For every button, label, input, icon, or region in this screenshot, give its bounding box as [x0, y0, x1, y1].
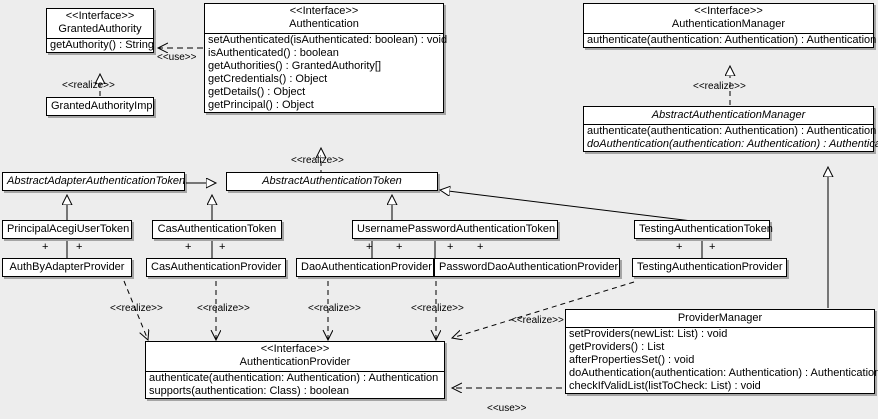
method-item: doAuthentication(authentication: Authent…	[569, 367, 878, 379]
method-item: checkIfValidList(listToCheck: List) : vo…	[569, 380, 761, 392]
class-password-dao-authentication-provider[interactable]: PasswordDaoAuthenticationProvider	[434, 258, 620, 277]
class-name: GrantedAuthorityImpl	[51, 100, 155, 112]
class-name: DaoAuthenticationProvider	[301, 261, 432, 273]
class-authentication-provider[interactable]: <<Interface>> AuthenticationProvider aut…	[145, 341, 445, 399]
method-item: getAuthorities() : GrantedAuthority[]	[208, 60, 382, 72]
class-name: PrincipalAcegiUserToken	[7, 223, 130, 235]
class-name: UsernamePasswordAuthenticationToken	[357, 223, 556, 235]
method-item: getDetails() : Object	[208, 86, 306, 98]
compartment-divider	[566, 327, 874, 328]
class-authentication[interactable]: <<Interface>> Authentication setAuthenti…	[204, 3, 448, 113]
association-multiplicity-marker: +	[709, 241, 716, 253]
class-name: AuthenticationManager	[671, 18, 786, 30]
class-name: AbstractAuthenticationManager	[651, 109, 806, 121]
edge-label-realize-granted-authority-impl: <<realize>>	[62, 80, 115, 91]
class-name: Authentication	[289, 18, 359, 30]
edge-label-realize-password-dao-provider: <<realize>>	[411, 303, 464, 314]
method-item: authenticate(authentication: Authenticat…	[587, 34, 877, 46]
association-multiplicity-marker: +	[42, 241, 49, 253]
edge-label-realize-dao-provider: <<realize>>	[308, 303, 361, 314]
method-item: setProviders(newList: List) : void	[569, 328, 728, 340]
association-multiplicity-marker: +	[185, 241, 192, 253]
class-auth-by-adapter-provider[interactable]: AuthByAdapterProvider	[2, 258, 132, 277]
class-name: CasAuthenticationProvider	[151, 261, 282, 273]
stereotype-label: <<Interface>>	[65, 10, 135, 22]
class-header: <<Interface>> Authentication	[205, 4, 443, 33]
stereotype-label: <<Interface>>	[260, 343, 330, 355]
class-name: AbstractAuthenticationToken	[262, 175, 402, 187]
method-compartment: setProviders(newList: List) : void getPr…	[566, 328, 878, 393]
compartment-divider	[47, 38, 153, 39]
edge-label-realize-auth-by-adapter: <<realize>>	[110, 303, 163, 314]
class-principal-acegi-user-token[interactable]: PrincipalAcegiUserToken	[2, 220, 132, 239]
method-compartment: getAuthority() : String	[47, 39, 154, 52]
class-cas-authentication-token[interactable]: CasAuthenticationToken	[152, 220, 282, 239]
class-name: ProviderManager	[677, 312, 763, 324]
class-name: AbstractAdapterAuthenticationToken	[7, 175, 186, 187]
method-item: authenticate(authentication: Authenticat…	[587, 125, 877, 137]
class-name: TestingAuthenticationToken	[639, 223, 773, 235]
class-name: GrantedAuthority	[58, 23, 142, 35]
method-compartment: authenticate(authentication: Authenticat…	[584, 125, 878, 151]
class-authentication-manager[interactable]: <<Interface>> AuthenticationManager auth…	[583, 3, 877, 48]
method-item: getProviders() : List	[569, 341, 665, 353]
association-multiplicity-marker: +	[396, 241, 403, 253]
class-header: <<Interface>> AuthenticationManager	[584, 4, 873, 33]
edge-label-use-granted-authority: <<use>>	[157, 52, 197, 63]
edge-label-realize-abstract-authentication-manager: <<realize>>	[693, 81, 746, 92]
method-item: afterPropertiesSet() : void	[569, 354, 695, 366]
class-header: <<Interface>> GrantedAuthority	[47, 9, 153, 38]
class-granted-authority-impl[interactable]: GrantedAuthorityImpl	[46, 97, 155, 116]
association-multiplicity-marker: +	[76, 241, 83, 253]
association-multiplicity-marker: +	[219, 241, 226, 253]
class-testing-authentication-provider[interactable]: TestingAuthenticationProvider	[632, 258, 787, 277]
class-name: AuthenticationProvider	[239, 356, 351, 368]
stereotype-label: <<Interface>>	[694, 5, 763, 17]
compartment-divider	[146, 371, 444, 372]
class-testing-authentication-token[interactable]: TestingAuthenticationToken	[634, 220, 773, 239]
method-item: isAuthenticated() : boolean	[208, 47, 339, 59]
edge-label-realize-testing-provider: <<realize>>	[511, 315, 564, 326]
compartment-divider	[584, 33, 873, 34]
stereotype-label: <<Interface>>	[289, 5, 359, 17]
association-multiplicity-marker: +	[447, 241, 454, 253]
method-item: setAuthenticated(isAuthenticated: boolea…	[208, 34, 448, 46]
class-abstract-adapter-authentication-token[interactable]: AbstractAdapterAuthenticationToken	[2, 172, 185, 191]
method-compartment: authenticate(authentication: Authenticat…	[146, 372, 444, 398]
class-abstract-authentication-token[interactable]: AbstractAuthenticationToken	[226, 172, 438, 191]
method-item: getAuthority() : String	[50, 39, 154, 51]
compartment-divider	[584, 124, 873, 125]
class-provider-manager[interactable]: ProviderManager setProviders(newList: Li…	[565, 309, 878, 394]
method-item: getCredentials() : Object	[208, 73, 328, 85]
class-header: <<Interface>> AuthenticationProvider	[146, 342, 444, 371]
class-name: CasAuthenticationToken	[157, 223, 277, 235]
class-abstract-authentication-manager[interactable]: AbstractAuthenticationManager authentica…	[583, 106, 878, 152]
method-item: doAuthentication(authentication: Authent…	[587, 138, 878, 150]
method-compartment: setAuthenticated(isAuthenticated: boolea…	[205, 34, 448, 112]
class-granted-authority[interactable]: <<Interface>> GrantedAuthority getAuthor…	[46, 8, 154, 53]
edge-label-realize-cas-provider: <<realize>>	[197, 303, 250, 314]
edge-label-use-provider-manager: <<use>>	[487, 403, 527, 414]
association-multiplicity-marker: +	[676, 241, 683, 253]
class-dao-authentication-provider[interactable]: DaoAuthenticationProvider	[296, 258, 434, 277]
class-name: PasswordDaoAuthenticationProvider	[439, 261, 619, 273]
class-name: TestingAuthenticationProvider	[637, 261, 783, 273]
edge-label-realize-abstract-authentication-token: <<realize>>	[291, 155, 344, 166]
class-name: AuthByAdapterProvider	[9, 261, 125, 273]
method-item: getPrincipal() : Object	[208, 99, 314, 111]
class-username-password-authentication-token[interactable]: UsernamePasswordAuthenticationToken	[352, 220, 558, 239]
compartment-divider	[205, 33, 443, 34]
method-compartment: authenticate(authentication: Authenticat…	[584, 34, 877, 47]
method-item: authenticate(authentication: Authenticat…	[149, 372, 439, 384]
association-multiplicity-marker: +	[366, 241, 373, 253]
association-multiplicity-marker: +	[477, 241, 484, 253]
method-item: supports(authentication: Class) : boolea…	[149, 385, 349, 397]
class-cas-authentication-provider[interactable]: CasAuthenticationProvider	[146, 258, 286, 277]
